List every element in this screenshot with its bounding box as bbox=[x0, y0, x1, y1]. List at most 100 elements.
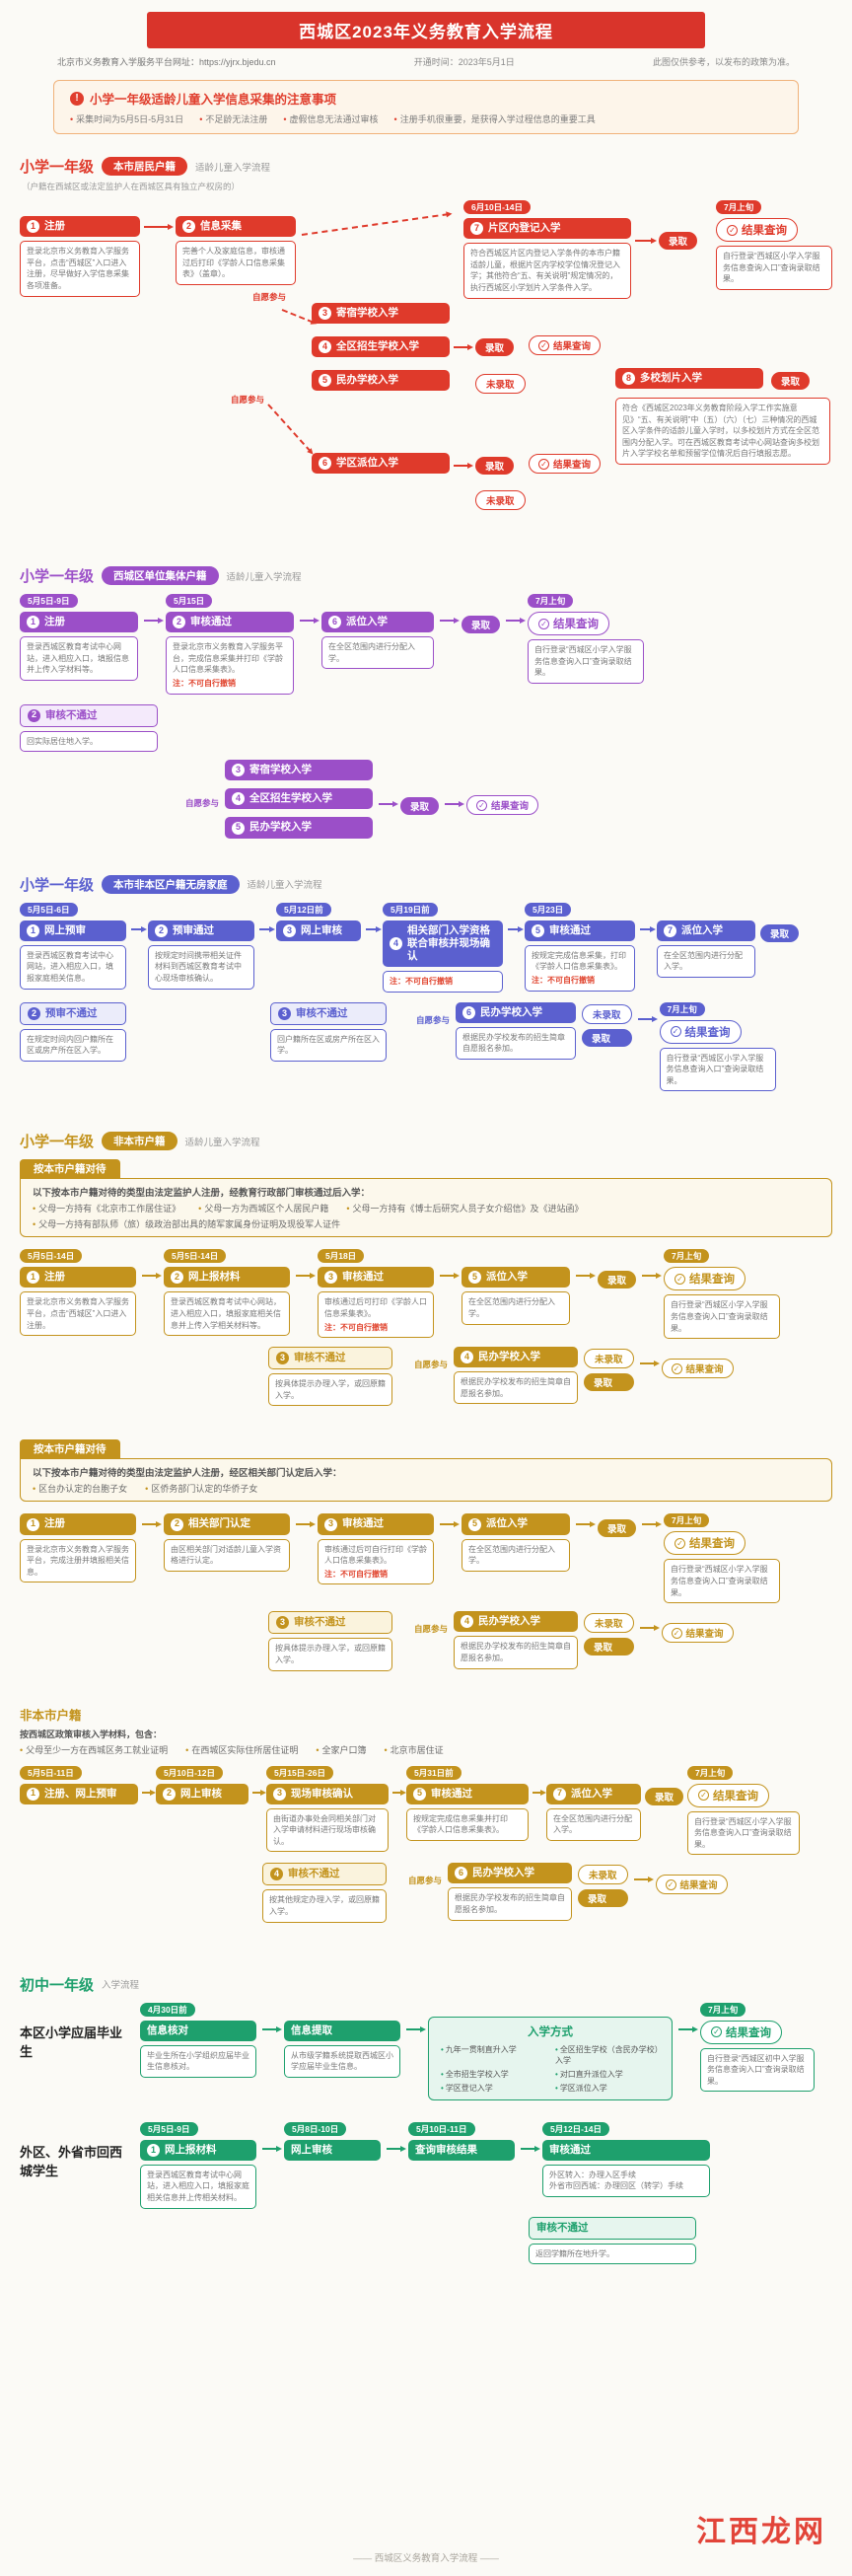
step-note: 注：不可自行撤销 bbox=[324, 1569, 388, 1579]
date-badge: 5月12日前 bbox=[276, 902, 331, 917]
step-onsite-review: 5月15日-26日 3 现场审核确认 由街道办事处会同相关部门对入学申请材料进行… bbox=[266, 1765, 389, 1853]
desc-text: 登录西城区教育考试中心网站，进入相应入口，填报家庭相关信息并上传相关材料。 bbox=[147, 2170, 249, 2202]
step-number: 1 bbox=[27, 220, 39, 234]
step-title: 民办学校入学 bbox=[478, 1615, 541, 1628]
date-badge: 5月5日-14日 bbox=[164, 1249, 227, 1264]
flow-arrow bbox=[639, 1625, 660, 1632]
check-icon: ✓ bbox=[538, 339, 549, 351]
step-node: 6 民办学校入学 bbox=[456, 1001, 577, 1023]
final-result-group: 7月上旬 ✓ 结果查询 自行登录“西城区小学入学服务信息查询入口”查询录取结果。 bbox=[664, 1513, 781, 1604]
bullet-item: 父母一方持有《北京市工作居住证》 bbox=[33, 1202, 180, 1214]
desc-text: 在全区范围内进行分配入学。 bbox=[468, 1297, 555, 1319]
flow-arrow bbox=[454, 344, 473, 350]
desc-text: 登录西城区教育考试中心网站，进入相应入口，填报信息并上传入学材料等。 bbox=[27, 642, 129, 675]
bullet-item: 全家户口簿 bbox=[316, 1743, 367, 1756]
result-query-label: 结果查询 bbox=[553, 619, 600, 630]
step-district-wide-school: 4 全区招生学校入学 bbox=[312, 336, 450, 358]
step-title: 注册 bbox=[44, 1271, 65, 1284]
flow-row: 5月5日-14日 1 注册 登录北京市义务教育入学服务平台，点击“西城区”入口进… bbox=[20, 1249, 832, 1340]
platform-link[interactable]: 北京市义务教育入学服务平台网址：https://yjrx.bjedu.cn bbox=[57, 57, 276, 67]
step-desc: 根据民办学校发布的招生简章自愿报名参加。 bbox=[454, 1636, 579, 1669]
step-submit-materials: 5月5日-14日 2 网上报材料 登录西城区教育考试中心网站，进入相应入口，填报… bbox=[164, 1249, 290, 1337]
section-header: 小学一年级 非本市户籍 适龄儿童入学流程 bbox=[20, 1131, 832, 1151]
bullet-item: 区侨务部门认定的华侨子女 bbox=[145, 1482, 257, 1495]
notice-item: 虚假信息无法通过审核 bbox=[283, 112, 379, 125]
step-title: 多校划片入学 bbox=[640, 372, 702, 384]
admitted-pill: 录取 bbox=[400, 797, 440, 816]
bullet-item: 父母一方为西城区个人居民户籍 bbox=[198, 1202, 328, 1214]
step-desc: 按具体提示办理入学，或回原籍入学。 bbox=[268, 1638, 392, 1671]
notice-box: ! 小学一年级适龄儿童入学信息采集的注意事项 采集时间为5月5日-5月31日 不… bbox=[53, 80, 799, 134]
step-desc: 登录北京市义务教育入学服务平台，完成注册并填报相关信息。 bbox=[20, 1538, 136, 1583]
step-title: 审核不通过 bbox=[294, 1352, 346, 1364]
intro-box: 以下按本市户籍对待的类型由法定监护人注册，经区相关部门认定后入学： 区台办认定的… bbox=[20, 1458, 832, 1503]
result-query-label: 结果查询 bbox=[553, 460, 592, 471]
result-query-pill: ✓ 结果查询 bbox=[664, 1267, 746, 1291]
step-number: 4 bbox=[319, 340, 331, 354]
step-private-school: 6 民办学校入学 根据民办学校发布的招生简章自愿报名参加。 bbox=[456, 1001, 577, 1060]
final-result-group: 7月上旬 ✓ 结果查询 自行登录“西城区小学入学服务信息查询入口”查询录取结果。 bbox=[528, 594, 645, 684]
date-badge: 5月18日 bbox=[318, 1249, 365, 1264]
final-desc: 自行登录“西城区小学入学服务信息查询入口”查询录取结果。 bbox=[664, 1294, 781, 1340]
flow-arrow bbox=[635, 238, 657, 244]
step-desc: 在全区范围内进行分配入学。 bbox=[321, 636, 434, 670]
desc-text: 按规定时间携带相关证件材料到西城区教育考试中心现场审核确认。 bbox=[155, 950, 242, 983]
step-title: 注册、网上预审 bbox=[44, 1787, 117, 1800]
result-query-pill: ✓ 结果查询 bbox=[661, 1623, 734, 1644]
flow-arrow bbox=[521, 2145, 540, 2152]
step-number: 5 bbox=[319, 374, 331, 388]
desc-text: 自行登录“西城区小学入学服务信息查询入口”查询录取结果。 bbox=[666, 1053, 764, 1085]
step-number: 2 bbox=[28, 708, 40, 722]
step-node: 3 网上审核 bbox=[276, 920, 361, 941]
admitted-pill: 录取 bbox=[584, 1373, 634, 1392]
date-badge: 5月5日-9日 bbox=[20, 594, 78, 608]
step-node: 1 注册 bbox=[20, 1267, 136, 1288]
method-item: 学区派位入学 bbox=[555, 2083, 660, 2094]
flow-row: 3 审核不通过 按具体提示办理入学，或回原籍入学。 自愿参与 4 民办学校入学 … bbox=[268, 1347, 832, 1407]
step-register: 1 注册 登录北京市义务教育入学服务平台，点击“西城区”入口进入注册，尽早做好入… bbox=[20, 216, 140, 297]
step-desc: 根据民办学校发布的招生简章自愿报名参加。 bbox=[448, 1887, 573, 1921]
flow-arrow bbox=[576, 1521, 596, 1528]
result-query-pill: ✓ 结果查询 bbox=[529, 454, 602, 474]
desc-line: 外省市回西城：办理回区（转学）手续 bbox=[549, 2181, 683, 2191]
flow-row: 自愿参与 3 寄宿学校入学 4 全区招生学校入学 5 民办学校入学 录取 bbox=[185, 760, 832, 839]
step-title: 预审通过 bbox=[173, 923, 214, 936]
section-grade: 小学一年级 bbox=[20, 1134, 95, 1151]
date-badge: 5月15日-26日 bbox=[266, 1765, 333, 1780]
bullet-item: 在西城区实际住所居住证明 bbox=[185, 1743, 298, 1756]
step-number: 6 bbox=[319, 457, 331, 471]
desc-text: 符合西城区片区内登记入学条件的本市户籍适龄儿童，根据片区内学校学位情况登记入学；… bbox=[470, 249, 620, 292]
desc-text: 根据民办学校发布的招生简章自愿报名参加。 bbox=[455, 1893, 566, 1915]
not-admitted-pill: 未录取 bbox=[475, 490, 526, 510]
admitted-pill: 录取 bbox=[598, 1519, 637, 1538]
step-number: 2 bbox=[173, 616, 185, 629]
final-desc: 自行登录“西城区小学入学服务信息查询入口”查询录取结果。 bbox=[528, 639, 645, 684]
flow-arrow bbox=[678, 2025, 698, 2032]
step-node: 6 民办学校入学 bbox=[448, 1863, 573, 1884]
not-admitted-pill: 未录取 bbox=[578, 1865, 628, 1885]
step-online-review: 5月10日-12日 2 网上审核 bbox=[156, 1765, 248, 1804]
not-admitted-pill: 未录取 bbox=[475, 374, 526, 394]
desc-text: 按具体提示办理入学，或回原籍入学。 bbox=[275, 1379, 386, 1400]
result-query-pill: ✓ 结果查询 bbox=[716, 218, 798, 242]
voluntary-label: 自愿参与 bbox=[231, 395, 265, 405]
flow-arrow bbox=[144, 224, 174, 230]
step-review-pass: 5月12日-14日 审核通过 外区转入：办理入区手续 外省市回西城：办理回区（转… bbox=[542, 2121, 710, 2197]
step-number: 2 bbox=[155, 923, 168, 937]
result-query-label: 结果查询 bbox=[679, 1880, 718, 1892]
step-desc: 根据民办学校发布的招生简章自愿报名参加。 bbox=[456, 1026, 577, 1060]
intro-text: 以下按本市户籍对待的类型由法定监护人注册，经教育行政部门审核通过后入学： bbox=[33, 1188, 371, 1200]
flow-row: 审核不通过 返回学籍所在地升学。 bbox=[529, 2216, 832, 2265]
section-header: 小学一年级 西城区单位集体户籍 适龄儿童入学流程 bbox=[20, 565, 832, 586]
step-node: 查询审核结果 bbox=[408, 2139, 515, 2161]
desc-text: 登录北京市义务教育入学服务平台，点击“西城区”入口进入注册，尽早做好入学信息采集… bbox=[27, 247, 129, 290]
flow-arrow-dashed bbox=[281, 309, 314, 324]
step-review-fail: 2 审核不通过 回实际居住地入学。 bbox=[20, 703, 158, 753]
step-title: 派位入学 bbox=[571, 1787, 612, 1800]
flow-arrow bbox=[406, 2025, 426, 2032]
admitted-pill: 录取 bbox=[584, 1638, 634, 1656]
section-grade: 小学一年级 bbox=[20, 876, 95, 894]
step-multi-school-zoning: 8 多校划片入学 bbox=[615, 368, 763, 390]
step-number: 6 bbox=[328, 616, 341, 629]
step-desc: 由区相关部门对适龄儿童入学资格进行认定。 bbox=[164, 1538, 290, 1572]
